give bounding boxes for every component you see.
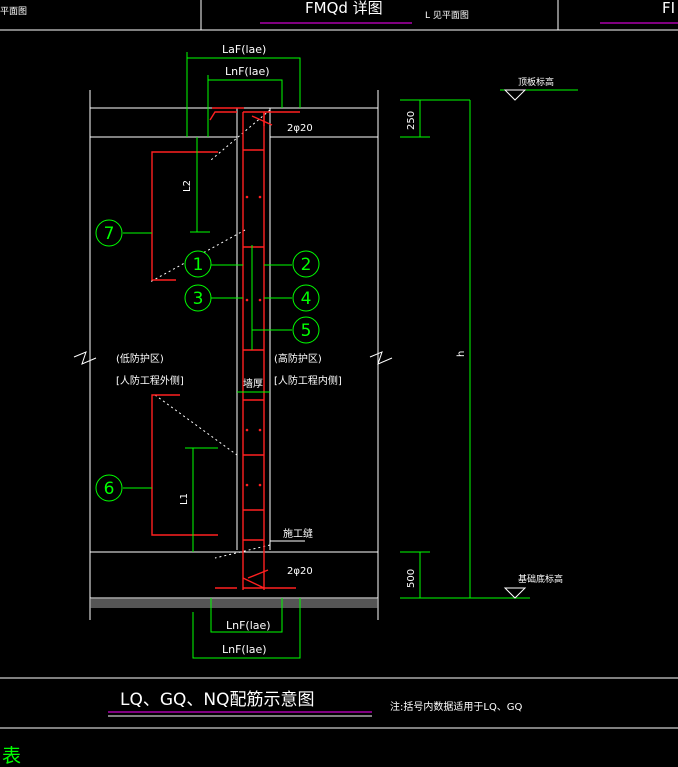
zone-right-line1: (高防护区)	[274, 352, 322, 365]
header-center-sub: L 见平面图	[425, 10, 469, 21]
top-level-marker	[503, 89, 527, 101]
callout-2: 2	[301, 255, 312, 275]
callout-numbers: 7 1 2 3 4 5 6	[104, 224, 312, 499]
anchor-labels: LaF(lae) LnF(lae) LnF(lae) LnF(lae)	[222, 43, 271, 656]
zone-left-line2: [人防工程外侧]	[116, 374, 184, 387]
callout-1: 1	[193, 255, 204, 275]
footer-title: LQ、GQ、NQ配筋示意图	[120, 690, 315, 710]
callout-7: 7	[104, 224, 115, 244]
anchor-top-upper: LaF(lae)	[222, 43, 266, 56]
header-center-title: FMQd 详图	[305, 0, 383, 17]
callout-2-circle	[292, 250, 320, 278]
dimension-lines	[123, 52, 578, 659]
footer-frame	[0, 677, 678, 729]
header-left-text: 平面图	[0, 6, 27, 17]
rebar-dots	[245, 195, 262, 487]
zone-labels: (低防护区) [人防工程外侧] (高防护区) [人防工程内侧] 墙厚 施工缝	[116, 352, 342, 540]
header-right-text: FI	[662, 0, 675, 17]
callout-7-circle	[95, 219, 123, 247]
level-labels: 顶板标高 基础底标高	[518, 76, 563, 585]
anchor-top-lower: LnF(lae)	[225, 65, 270, 78]
callout-1-circle	[184, 250, 212, 278]
anchor-bottom-lower: LnF(lae)	[222, 643, 267, 656]
callout-4-circle	[292, 284, 320, 312]
callout-5-circle	[292, 316, 320, 344]
zone-right-line2: [人防工程内侧]	[274, 374, 342, 387]
bottom-rebar-label: 2φ20	[287, 566, 313, 577]
dimension-labels: 2φ20 2φ20 L2 L1 250 500 h	[179, 111, 467, 588]
height-label: h	[456, 351, 467, 357]
callout-6: 6	[104, 479, 115, 499]
callout-3-circle	[184, 284, 212, 312]
callout-circles	[95, 219, 320, 502]
construction-joint-label: 施工缝	[283, 527, 313, 540]
waterproof-dashes	[149, 109, 271, 559]
callout-6-circle	[95, 474, 123, 502]
callout-4: 4	[301, 289, 312, 309]
dim-250-label: 250	[406, 111, 417, 130]
callout-5: 5	[301, 321, 312, 341]
footer-note: 注:括号内数据适用于LQ、GQ	[390, 700, 523, 713]
callout-3: 3	[193, 289, 204, 309]
wall-thickness-label: 墙厚	[243, 377, 263, 390]
gravel-base	[90, 598, 378, 608]
top-level-label: 顶板标高	[518, 76, 554, 88]
rebar-cage	[151, 107, 300, 590]
bottom-level-label: 基础底标高	[518, 573, 563, 585]
l1-label: L1	[179, 493, 190, 505]
zone-left-line1: (低防护区)	[116, 352, 164, 365]
l2-label: L2	[182, 180, 193, 192]
dim-500-label: 500	[406, 569, 417, 588]
top-rebar-label: 2φ20	[287, 123, 313, 134]
anchor-bottom-upper: LnF(lae)	[226, 619, 271, 632]
bottom-level-marker	[503, 587, 527, 599]
corner-character: 表	[2, 745, 21, 767]
title-block-header	[0, 0, 678, 31]
